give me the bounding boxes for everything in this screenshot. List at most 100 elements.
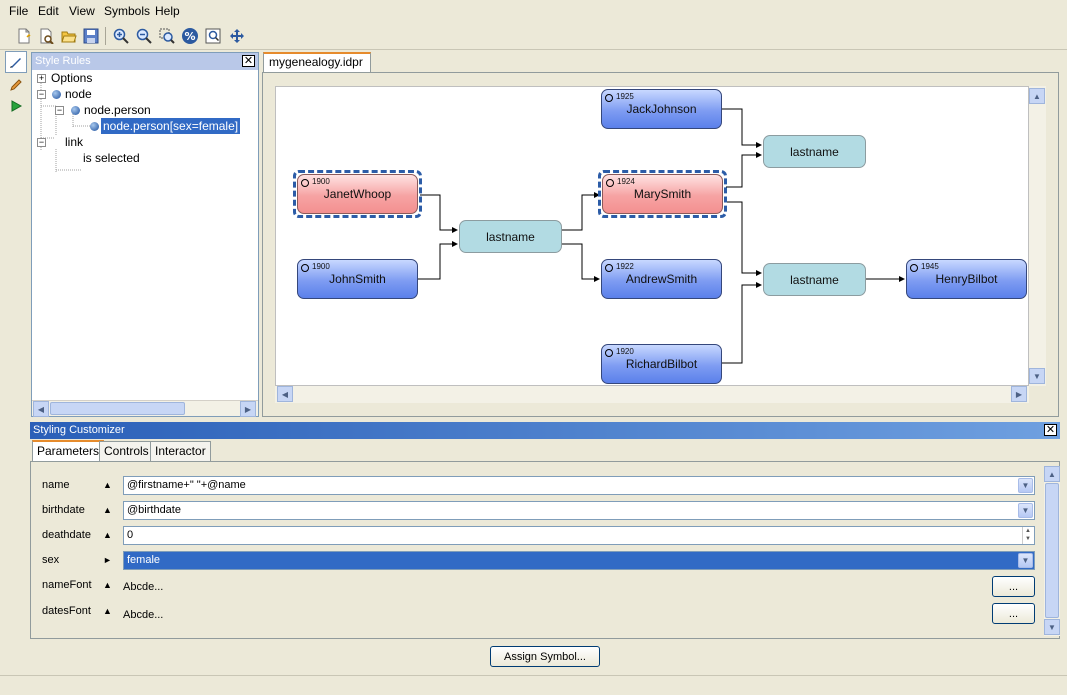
param-label-deathdate: deathdate (42, 529, 91, 541)
tree-item-options[interactable]: Options (51, 71, 93, 85)
select-tool-icon[interactable] (5, 51, 27, 73)
scroll-thumb[interactable] (1045, 483, 1059, 618)
styling-customizer-title-text: Styling Customizer (33, 424, 125, 436)
person-node-janet[interactable]: 1900 JanetWhoop (297, 174, 418, 214)
param-field-deathdate[interactable]: 0 ▲▼ (123, 526, 1035, 545)
param-arrow-icon[interactable]: ► (103, 555, 112, 565)
scroll-up-icon[interactable]: ▲ (1029, 88, 1045, 104)
chevron-down-icon[interactable]: ▼ (1018, 478, 1033, 493)
open-wizard-icon[interactable] (36, 26, 56, 46)
param-value: @firstname+" "+@name (127, 479, 246, 491)
tree-collapse-node-person[interactable]: − (55, 105, 64, 115)
zoom-out-icon[interactable] (134, 26, 154, 46)
tree-item-link[interactable]: link (65, 135, 84, 149)
new-file-icon[interactable] (14, 26, 34, 46)
tab-interactor[interactable]: Interactor (150, 441, 211, 461)
link-label: lastname (486, 229, 535, 244)
person-node-henry[interactable]: 1945 HenryBilbot (906, 259, 1027, 299)
diagram-canvas[interactable]: 1925 JackJohnson 1900 JanetWhoop 1924 Ma… (275, 86, 1029, 386)
tree-expand-options[interactable]: + (37, 73, 46, 83)
spinner-icon[interactable]: ▲▼ (1022, 527, 1033, 544)
pan-icon[interactable] (227, 26, 247, 46)
scroll-down-icon[interactable]: ▼ (1044, 619, 1060, 635)
tree-item-is-selected[interactable]: is selected (83, 151, 140, 165)
param-value: 0 (127, 529, 134, 541)
ring-icon (605, 349, 613, 357)
scroll-left-icon[interactable]: ◀ (277, 386, 293, 402)
person-node-mary[interactable]: 1924 MarySmith (602, 174, 723, 214)
link-lines (418, 108, 905, 364)
chevron-down-icon[interactable]: ▼ (1018, 503, 1033, 518)
style-rules-hscrollbar[interactable]: ◀ ▶ (32, 400, 258, 417)
link-node-lastname-2[interactable]: lastname (763, 135, 866, 168)
zoom-in-icon[interactable] (111, 26, 131, 46)
param-arrow-icon[interactable]: ▲ (103, 505, 112, 515)
node-year: 1900 (312, 177, 330, 186)
param-label-name: name (42, 479, 70, 491)
run-icon[interactable] (5, 95, 27, 117)
styling-customizer-title: Styling Customizer ✕ (30, 422, 1060, 439)
tab-parameters[interactable]: Parameters (32, 440, 105, 461)
scroll-down-icon[interactable]: ▼ (1029, 368, 1045, 384)
param-field-birthdate[interactable]: @birthdate ▼ (123, 501, 1035, 520)
save-icon[interactable] (81, 26, 101, 46)
pencil-tool-icon[interactable] (5, 74, 27, 96)
styling-customizer-panel: Styling Customizer ✕ Parameters Controls… (30, 422, 1060, 670)
param-arrow-icon[interactable]: ▲ (103, 480, 112, 490)
node-rule-icon (52, 90, 61, 99)
ring-icon (605, 94, 613, 102)
scroll-right-icon[interactable]: ▶ (240, 401, 256, 417)
assign-symbol-button[interactable]: Assign Symbol... (490, 646, 600, 667)
close-icon[interactable]: ✕ (242, 55, 255, 67)
canvas-hscrollbar[interactable]: ◀ ▶ (275, 386, 1029, 403)
scroll-left-icon[interactable]: ◀ (33, 401, 49, 417)
node-name: HenryBilbot (935, 272, 998, 286)
tab-controls[interactable]: Controls (99, 441, 154, 461)
node-year: 1900 (312, 262, 330, 271)
link-node-lastname-3[interactable]: lastname (763, 263, 866, 296)
close-icon[interactable]: ✕ (1044, 424, 1057, 436)
person-node-john[interactable]: 1900 JohnSmith (297, 259, 418, 299)
node-name: JohnSmith (329, 272, 386, 286)
menu-file[interactable]: File (9, 4, 29, 18)
chevron-down-icon[interactable]: ▼ (1018, 553, 1033, 568)
menu-help[interactable]: Help (155, 4, 180, 18)
param-arrow-icon[interactable]: ▲ (103, 580, 112, 590)
zoom-percent-icon[interactable]: % (180, 26, 200, 46)
canvas-vscrollbar[interactable]: ▲ ▼ (1029, 86, 1046, 386)
link-node-lastname-1[interactable]: lastname (459, 220, 562, 253)
scroll-thumb[interactable] (50, 402, 185, 415)
param-arrow-icon[interactable]: ▲ (103, 606, 112, 616)
param-field-name[interactable]: @firstname+" "+@name ▼ (123, 476, 1035, 495)
menu-symbols[interactable]: Symbols (104, 4, 151, 18)
svg-text:%: % (184, 30, 195, 43)
fit-page-icon[interactable] (203, 26, 223, 46)
tree-item-node-person-female[interactable]: node.person[sex=female] (101, 118, 241, 134)
datesfont-browse-button[interactable]: ... (992, 603, 1035, 624)
ring-icon (910, 264, 918, 272)
tree-item-node[interactable]: node (65, 87, 92, 101)
param-arrow-icon[interactable]: ▲ (103, 530, 112, 540)
menu-edit[interactable]: Edit (38, 4, 59, 18)
tree-collapse-link[interactable]: − (37, 137, 46, 147)
tree-collapse-node[interactable]: − (37, 89, 46, 99)
document-tab[interactable]: mygenealogy.idpr * (263, 52, 371, 86)
menu-bar: File Edit View Symbols Help (0, 0, 1067, 22)
scroll-up-icon[interactable]: ▲ (1044, 466, 1060, 482)
node-year: 1945 (921, 262, 939, 271)
namefont-browse-button[interactable]: ... (992, 576, 1035, 597)
param-label-birthdate: birthdate (42, 504, 85, 516)
person-node-andrew[interactable]: 1922 AndrewSmith (601, 259, 722, 299)
open-folder-icon[interactable] (59, 26, 79, 46)
selection-outline (598, 170, 727, 218)
parameters-vscrollbar[interactable]: ▲ ▼ (1044, 466, 1060, 636)
param-field-sex[interactable]: female ▼ (123, 551, 1035, 570)
tree-item-node-person[interactable]: node.person (84, 103, 151, 117)
zoom-box-icon[interactable] (157, 26, 177, 46)
person-node-richard[interactable]: 1920 RichardBilbot (601, 344, 722, 384)
node-year: 1922 (616, 262, 634, 271)
person-node-jack[interactable]: 1925 JackJohnson (601, 89, 722, 129)
menu-view[interactable]: View (69, 4, 95, 18)
param-label-sex: sex (42, 554, 60, 566)
scroll-right-icon[interactable]: ▶ (1011, 386, 1027, 402)
